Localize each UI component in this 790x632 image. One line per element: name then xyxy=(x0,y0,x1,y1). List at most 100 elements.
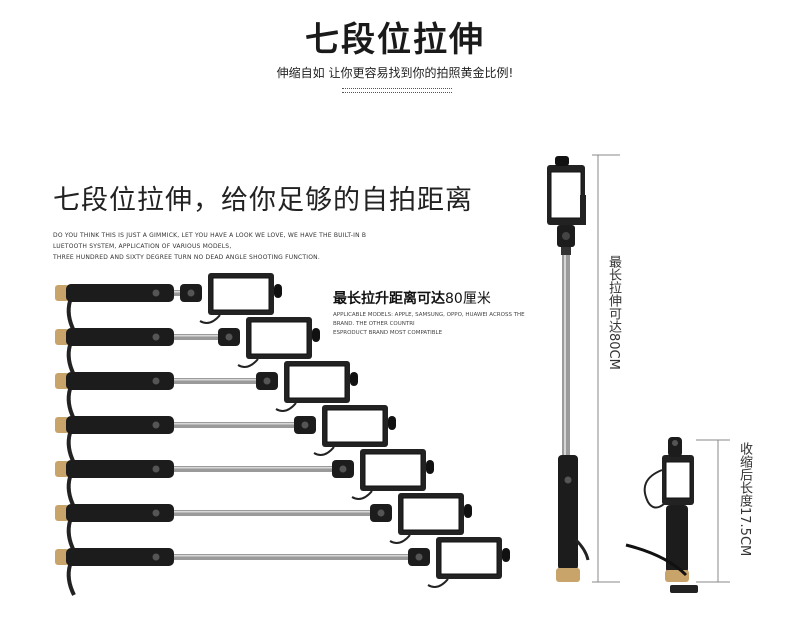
extension-stages xyxy=(55,273,510,596)
callout-english: APPLICABLE MODELS: APPLE, SAMSUNG, OPPO,… xyxy=(333,311,533,338)
extension-stage xyxy=(55,449,434,508)
lanyard xyxy=(66,520,76,552)
gold-end-cap xyxy=(55,329,69,345)
shutter-button xyxy=(152,377,160,385)
gold-end-cap xyxy=(55,417,69,433)
audio-cable xyxy=(351,490,373,500)
lanyard xyxy=(66,300,76,332)
dimension-collapsed-label: 收缩后长度17.5CM xyxy=(737,442,752,557)
shutter-button xyxy=(152,421,160,429)
pole-highlight xyxy=(174,423,294,425)
hinge-knob xyxy=(339,465,347,473)
lanyard xyxy=(66,564,76,596)
lanyard xyxy=(66,388,76,420)
telescopic-pole xyxy=(174,554,408,560)
handle xyxy=(66,372,174,390)
handle xyxy=(66,416,174,434)
subtitle: 伸缩自如 让你更容易找到你的拍照黄金比例! xyxy=(276,66,514,80)
shutter-button xyxy=(152,289,160,297)
audio-cable xyxy=(199,314,221,324)
callout-english-line-2: BRAND. THE OTHER COUNTRI xyxy=(333,321,415,327)
extension-stage xyxy=(55,273,282,332)
handle xyxy=(66,460,174,478)
phone-holder-window xyxy=(288,365,346,399)
phone-holder-window xyxy=(250,321,308,355)
shutter-button xyxy=(152,465,160,473)
clamp-end-knob xyxy=(426,460,434,474)
clamp-end-knob xyxy=(464,504,472,518)
shutter-button xyxy=(152,553,160,561)
hinge-knob xyxy=(263,377,271,385)
english-line-1: DO YOU THINK THIS IS JUST A GIMMICK, LET… xyxy=(53,232,367,239)
phone-holder-window xyxy=(326,409,384,443)
pole-highlight xyxy=(174,335,218,337)
hinge-knob xyxy=(187,289,195,297)
clamp-end-knob xyxy=(388,416,396,430)
telescopic-pole xyxy=(174,334,218,340)
audio-cable xyxy=(275,402,297,412)
audio-cable xyxy=(389,534,411,544)
extension-stage xyxy=(55,493,472,552)
dimension-line-extended xyxy=(592,154,620,583)
callout-light: 80厘米 xyxy=(445,291,491,307)
extension-stage xyxy=(55,361,358,420)
clamp-end-knob xyxy=(312,328,320,342)
shutter-button xyxy=(152,333,160,341)
audio-cable xyxy=(313,446,335,456)
phone-holder-window xyxy=(402,497,460,531)
decorative-divider xyxy=(342,88,452,93)
pole-highlight xyxy=(174,379,256,381)
gold-end-cap xyxy=(55,373,69,389)
lanyard xyxy=(66,432,76,464)
hinge-knob xyxy=(301,421,309,429)
callout-bold: 最长拉升距离可达 xyxy=(333,291,445,307)
audio-cable xyxy=(427,578,449,588)
hinge-knob xyxy=(377,509,385,517)
dimension-extended-label: 最长拉伸可达80CM xyxy=(606,255,621,370)
gold-end-cap xyxy=(55,505,69,521)
page-title: 七段位拉伸 xyxy=(305,20,485,60)
handle xyxy=(66,328,174,346)
english-line-3: THREE HUNDRED AND SIXTY DEGREE TURN NO D… xyxy=(53,254,320,261)
shutter-button xyxy=(152,509,160,517)
english-line-2: LUETOOTH SYSTEM, APPLICATION OF VARIOUS … xyxy=(53,243,232,250)
callout-english-line-3: ESPRODUCT BRAND MOST COMPATIBLE xyxy=(333,330,443,336)
hinge-knob xyxy=(415,553,423,561)
telescopic-pole xyxy=(174,290,180,296)
handle xyxy=(66,548,174,566)
phone-holder-window xyxy=(212,277,270,311)
pole-highlight xyxy=(174,467,332,469)
telescopic-pole xyxy=(174,378,256,384)
clamp-end-knob xyxy=(502,548,510,562)
handle xyxy=(66,504,174,522)
extension-stage xyxy=(55,317,320,376)
gold-end-cap xyxy=(55,549,69,565)
telescopic-pole xyxy=(174,422,294,428)
pole-highlight xyxy=(174,555,408,557)
lanyard xyxy=(66,476,76,508)
hinge-knob xyxy=(225,333,233,341)
lanyard xyxy=(66,344,76,376)
telescopic-pole xyxy=(174,466,332,472)
extension-stage xyxy=(55,537,510,596)
english-description: DO YOU THINK THIS IS JUST A GIMMICK, LET… xyxy=(53,230,383,263)
gold-end-cap xyxy=(55,461,69,477)
extension-stage xyxy=(55,405,396,464)
clamp-end-knob xyxy=(274,284,282,298)
clamp-end-knob xyxy=(350,372,358,386)
selfie-stick-collapsed xyxy=(625,437,698,593)
telescopic-pole xyxy=(174,510,370,516)
headline: 七段位拉伸，给你足够的自拍距离 xyxy=(53,185,473,216)
pole-highlight xyxy=(174,511,370,513)
phone-holder-window xyxy=(364,453,422,487)
phone-holder-window xyxy=(440,541,498,575)
handle xyxy=(66,284,174,302)
callout-english-line-1: APPLICABLE MODELS: APPLE, SAMSUNG, OPPO,… xyxy=(333,312,525,318)
gold-end-cap xyxy=(55,285,69,301)
pole-highlight xyxy=(174,291,180,293)
max-length-callout: 最长拉升距离可达80厘米 xyxy=(333,288,491,308)
selfie-stick-extended xyxy=(547,156,590,582)
audio-cable xyxy=(237,358,259,368)
dimension-line-collapsed xyxy=(696,439,730,583)
